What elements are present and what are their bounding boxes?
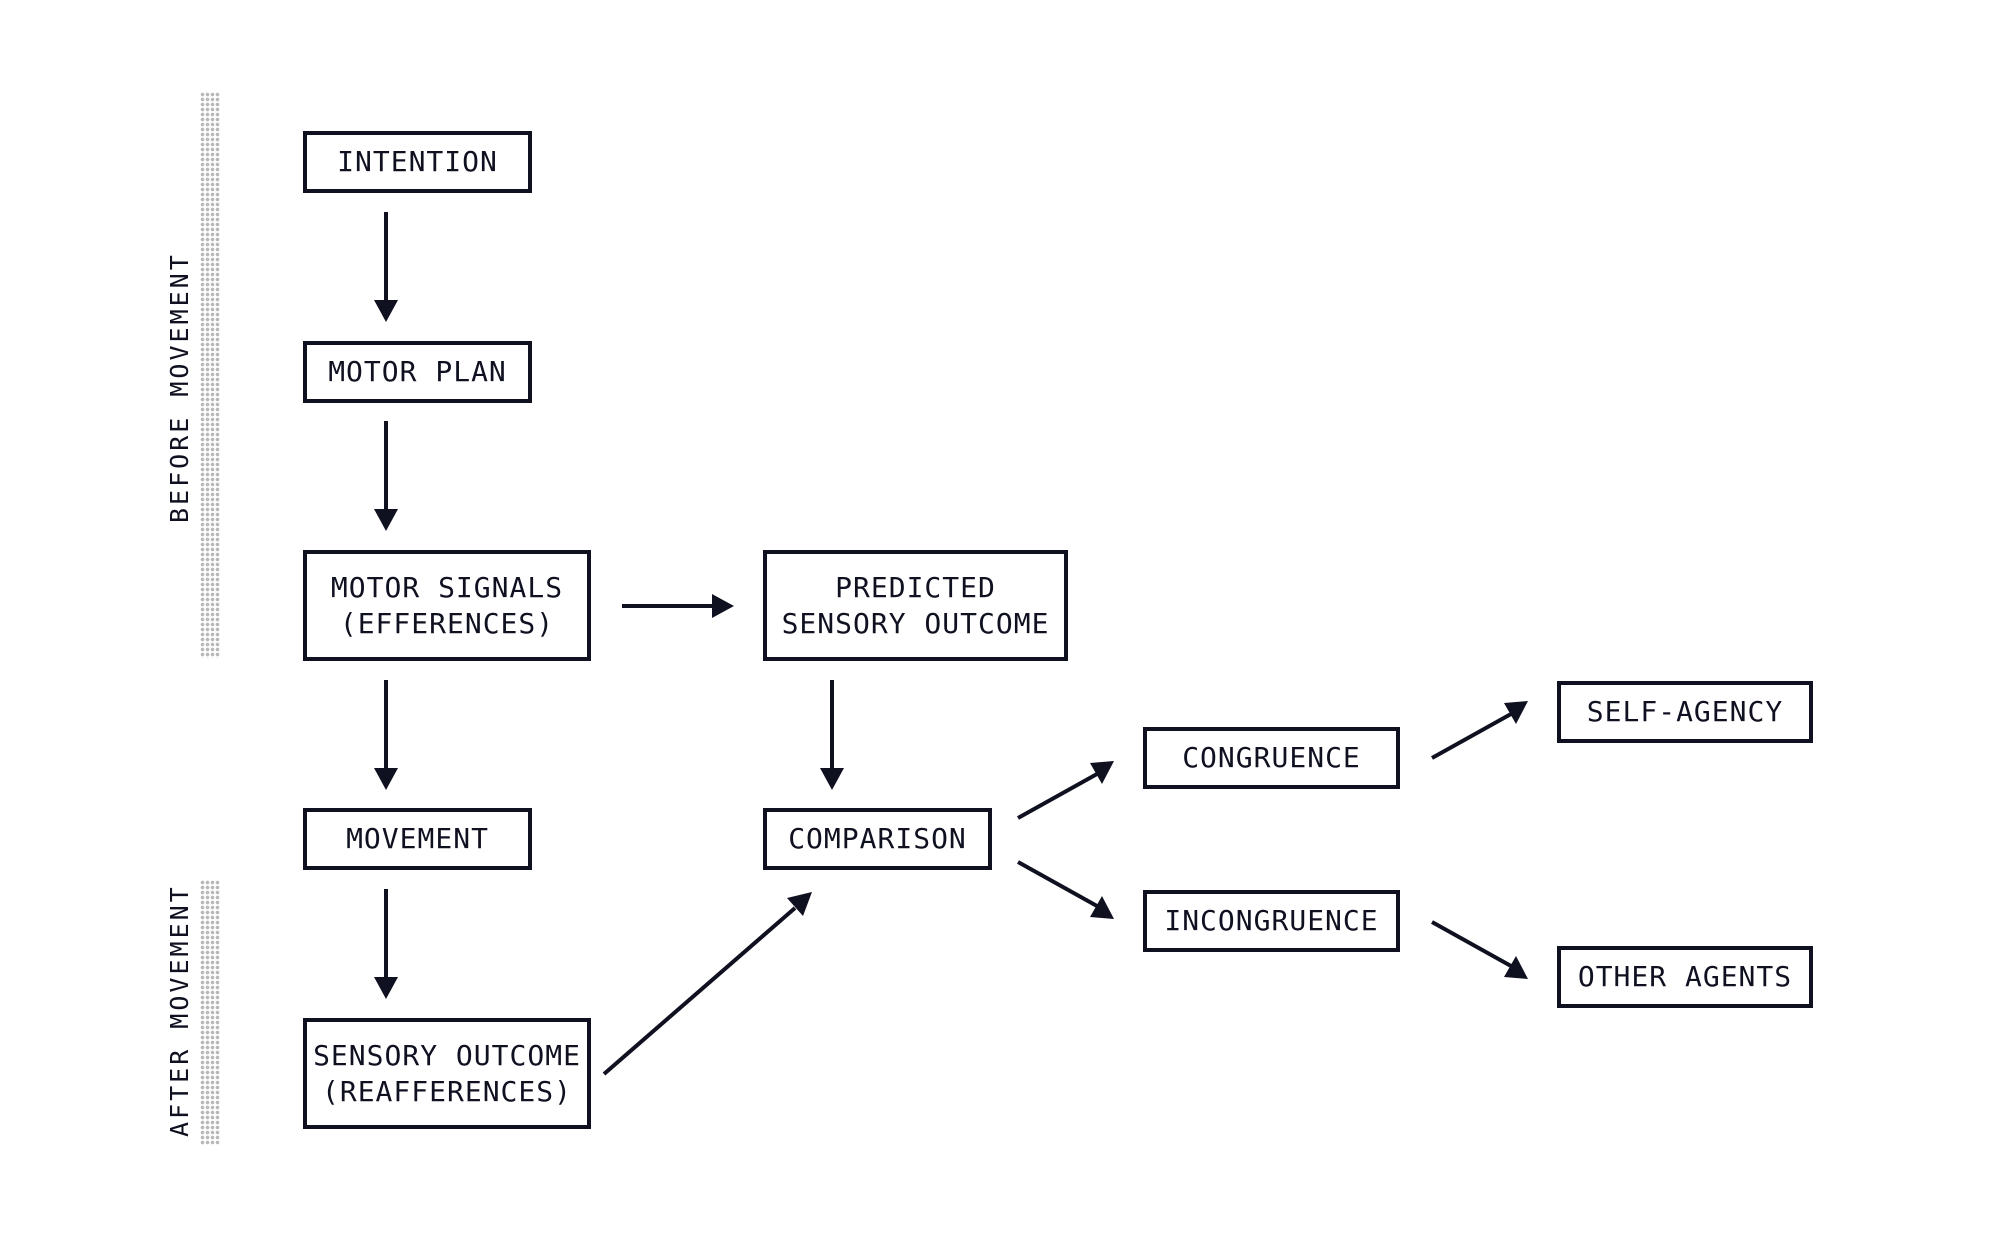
node-movement-line-1: MOVEMENT: [346, 822, 489, 855]
node-sensory-outcome-line-1: SENSORY OUTCOME: [313, 1038, 581, 1072]
node-congruence-line-1: CONGRUENCE: [1182, 741, 1361, 774]
node-motor-signals: MOTOR SIGNALS (EFFERENCES): [303, 550, 591, 661]
node-incongruence-line-1: INCONGRUENCE: [1164, 904, 1379, 937]
arrow-sensory-outcome-to-comparison: [602, 892, 812, 1076]
node-incongruence: INCONGRUENCE: [1143, 890, 1400, 952]
before-movement-dotted-bar: [200, 92, 220, 658]
arrow-congruence-to-self-agency: [1431, 701, 1528, 760]
arrow-incongruence-to-other-agents: [1431, 920, 1528, 979]
arrow-motor-signals-to-movement: [374, 680, 398, 790]
node-comparison: COMPARISON: [763, 808, 992, 870]
node-motor-plan-line-1: MOTOR PLAN: [328, 355, 507, 388]
arrow-comparison-to-congruence: [1017, 761, 1114, 820]
arrow-motor-signals-to-predicted: [622, 594, 734, 618]
arrow-intention-to-motor-plan: [374, 212, 398, 322]
node-comparison-line-1: COMPARISON: [788, 822, 967, 855]
node-intention-line-1: INTENTION: [337, 145, 498, 178]
node-congruence: CONGRUENCE: [1143, 727, 1400, 789]
node-predicted-line-1: PREDICTED: [835, 570, 996, 604]
node-predicted-sensory-outcome: PREDICTED SENSORY OUTCOME: [763, 550, 1068, 661]
node-sensory-outcome: SENSORY OUTCOME (REAFFERENCES): [303, 1018, 591, 1129]
arrow-comparison-to-incongruence: [1017, 860, 1114, 919]
node-motor-signals-line-2: (EFFERENCES): [339, 606, 555, 640]
node-other-agents: OTHER AGENTS: [1557, 946, 1813, 1008]
arrow-predicted-to-comparison: [820, 680, 844, 790]
node-sensory-outcome-line-2: (REAFFERENCES): [321, 1074, 572, 1108]
node-motor-signals-line-1: MOTOR SIGNALS: [330, 570, 564, 604]
node-motor-plan: MOTOR PLAN: [303, 341, 532, 403]
arrow-motor-plan-to-motor-signals: [374, 421, 398, 531]
node-self-agency: SELF-AGENCY: [1557, 681, 1813, 743]
node-self-agency-line-1: SELF-AGENCY: [1586, 695, 1784, 728]
node-other-agents-line-1: OTHER AGENTS: [1577, 960, 1793, 993]
node-predicted-line-2: SENSORY OUTCOME: [781, 606, 1050, 640]
node-intention: INTENTION: [303, 131, 532, 193]
node-movement: MOVEMENT: [303, 808, 532, 870]
arrow-movement-to-sensory-outcome: [374, 889, 398, 999]
after-movement-dotted-bar: [200, 880, 220, 1145]
